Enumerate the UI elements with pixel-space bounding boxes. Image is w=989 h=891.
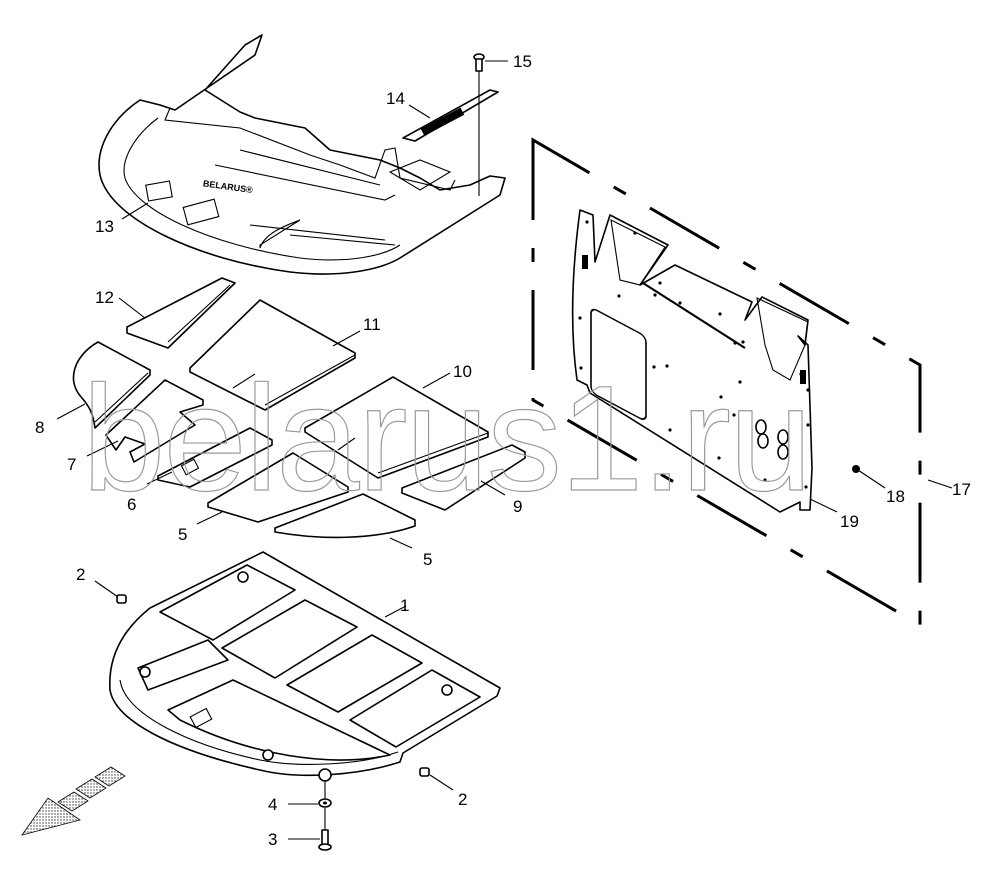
part-15-nameplate-trim [402, 89, 499, 142]
callout-labels: 15 14 13 12 11 8 7 10 6 9 5 5 1 2 2 4 3 … [35, 52, 971, 849]
part-2-nut-right [419, 767, 430, 777]
callout-3: 3 [268, 830, 277, 849]
callout-8: 7 [67, 455, 76, 474]
callout-1: 1 [400, 596, 409, 615]
part-4-washer [318, 798, 332, 808]
watermark: belarus1.ru [82, 354, 810, 522]
callout-13: 12 [95, 288, 114, 307]
callout-17: 17 [952, 480, 971, 499]
part-7-pad-with-cutout [157, 427, 273, 488]
callout-19: 19 [840, 512, 859, 531]
part-8-notched-pad [105, 379, 204, 463]
callout-18: 18 [886, 487, 905, 506]
part-1-roof-panel-assembly [109, 551, 501, 782]
callout-2-right: 2 [458, 790, 467, 809]
callout-16: 15 [513, 52, 532, 71]
part-9-curved-corner-pad [72, 341, 151, 429]
leader-lines [56, 60, 953, 840]
part-10-narrow-strip-pad [401, 444, 526, 511]
part-19-rear-wall-panel [571, 209, 813, 513]
forward-arrow-icon [21, 766, 126, 836]
part-3-screw [318, 829, 332, 851]
callout-10: 9 [513, 497, 522, 516]
part-2-nut-left [116, 594, 127, 604]
callout-2-left: 2 [76, 565, 85, 584]
callout-6: 5 [178, 525, 187, 544]
part-14-headliner-shell: BELARUS® [98, 34, 506, 275]
part-17-rear-panel-group-boundary [531, 137, 922, 628]
callout-7: 6 [127, 495, 136, 514]
part-11-large-rear-pad [304, 376, 489, 479]
part-13-tapered-pad [126, 277, 236, 349]
callout-12: 11 [363, 315, 381, 334]
part-16-trim-screw [473, 53, 485, 196]
callout-14: 13 [95, 217, 114, 236]
callout-9: 8 [35, 418, 44, 437]
callout-11: 10 [453, 362, 472, 381]
part-12-large-center-pad [189, 299, 356, 411]
part-5-quarter-round-pad [274, 493, 416, 539]
callout-5: 5 [423, 550, 432, 569]
callout-15: 14 [386, 89, 405, 108]
part-18-plug [852, 465, 860, 473]
callout-4: 4 [268, 795, 277, 814]
part-6-front-pad [207, 452, 349, 523]
